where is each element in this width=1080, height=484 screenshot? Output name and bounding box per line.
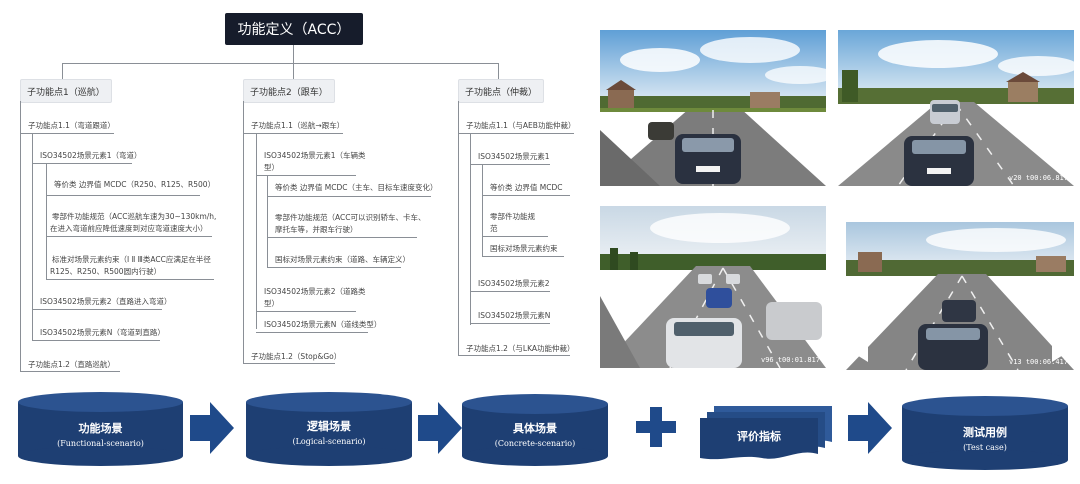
connector <box>46 163 47 279</box>
underline <box>482 256 564 257</box>
node-1-scene-n: ISO34502场景元素N（弯道到直路） <box>40 328 165 337</box>
node-2-scene-n: ISO34502场景元素N（道线类型） <box>264 320 382 329</box>
cylinder-logical: 逻辑场景 (Logical-scenario) <box>246 392 412 466</box>
connector <box>20 101 21 371</box>
connector <box>498 63 499 79</box>
underline <box>20 371 120 372</box>
underline <box>32 163 132 164</box>
underline <box>46 279 214 280</box>
node-1-spec-a: 零部件功能规范（ACC巡航车速为30~130km/h, <box>52 212 217 221</box>
underline <box>470 291 550 292</box>
stage-label: 评价指标 <box>737 430 781 443</box>
timestamp: v13 t00:06.417 <box>1008 358 1068 366</box>
underline <box>267 196 431 197</box>
stage-label: 具体场景 <box>513 422 557 435</box>
node-3-spec-b: 范 <box>490 224 498 233</box>
underline <box>458 133 574 134</box>
stage-sublabel: (Logical-scenario) <box>292 437 366 446</box>
plus-icon <box>636 407 676 447</box>
node-1-std-b: R125、R250、R500圆内行驶） <box>50 267 162 276</box>
underline <box>482 236 548 237</box>
root-node: 功能定义（ACC） <box>225 13 363 45</box>
node-2-scene-1-b: 型） <box>264 163 279 172</box>
node-1-2: 子功能点1.2（直路巡航） <box>28 360 115 369</box>
node-3-spec-a: 零部件功能规 <box>490 212 535 221</box>
sim-photo-4: v13 t00:06.417 <box>846 222 1074 370</box>
sim-photo-2: v20 t00:06.817 <box>838 30 1074 186</box>
cylinder-concrete: 具体场景 (Concrete-scenario) <box>462 394 608 466</box>
connector <box>256 133 257 329</box>
node-3-scene-1: ISO34502场景元素1 <box>478 152 550 161</box>
underline <box>256 175 356 176</box>
underline <box>267 237 417 238</box>
timestamp: v20 t00:06.817 <box>1008 174 1068 182</box>
underline <box>267 267 401 268</box>
stage-sublabel: (Test case) <box>963 443 1007 452</box>
node-1-std-a: 标准对场景元素约束（Ⅰ Ⅱ Ⅲ类ACC应满足在半径 <box>52 255 211 264</box>
cylinder-functional: 功能场景 (Functional-scenario) <box>18 392 183 466</box>
arrow-right-icon <box>848 402 892 454</box>
underline <box>32 340 160 341</box>
underline <box>470 164 550 165</box>
connector <box>482 164 483 256</box>
document-stack-icon: 评价指标 <box>700 406 832 462</box>
connector <box>458 101 459 355</box>
node-3-equiv: 等价类 边界值 MCDC <box>490 183 563 192</box>
node-2-scene-1-a: ISO34502场景元素1（车辆类 <box>264 151 366 160</box>
sub-function-2: 子功能点2（跟车） <box>243 79 335 103</box>
stage-sublabel: (Concrete-scenario) <box>494 439 576 448</box>
stage-label: 逻辑场景 <box>307 420 351 433</box>
node-2-2: 子功能点1.2（Stop&Go） <box>251 352 342 361</box>
connector <box>62 63 498 64</box>
connector <box>293 45 294 63</box>
node-2-spec-a: 零部件功能规范（ACC可以识别轿车、卡车、 <box>275 213 426 222</box>
connector <box>267 175 268 267</box>
node-3-1: 子功能点1.1（与AEB功能仲裁） <box>466 121 576 130</box>
node-1-spec-b: 在进入弯道前应降低速度到对应弯道速度大小） <box>50 224 208 233</box>
node-2-scene-2-b: 型） <box>264 299 279 308</box>
stage-label: 测试用例 <box>963 426 1007 439</box>
connector <box>32 133 33 341</box>
underline <box>256 332 368 333</box>
underline <box>470 323 550 324</box>
node-2-std: 国标对场景元素约束（道路、车辆定义） <box>275 255 410 264</box>
underline <box>243 133 343 134</box>
node-1-scene-1: ISO34502场景元素1（弯道） <box>40 151 142 160</box>
node-1-scene-2: ISO34502场景元素2（直路进入弯道） <box>40 297 172 306</box>
node-3-scene-n: ISO34502场景元素N <box>478 311 551 320</box>
sim-photo-3: v96 t00:01.817 <box>600 206 826 368</box>
cylinder-test-case: 测试用例 (Test case) <box>902 396 1068 470</box>
arrow-right-icon <box>418 402 462 454</box>
underline <box>482 195 570 196</box>
sim-photo-1 <box>600 30 826 186</box>
connector <box>293 63 294 79</box>
connector <box>243 101 244 363</box>
node-2-spec-b: 摩托车等，并跟车行驶） <box>275 225 358 234</box>
underline <box>20 133 114 134</box>
underline <box>32 309 162 310</box>
underline <box>256 311 356 312</box>
underline <box>243 363 335 364</box>
node-1-1: 子功能点1.1（弯道跟道） <box>28 121 115 130</box>
connector <box>62 63 63 79</box>
node-3-scene-2: ISO34502场景元素2 <box>478 279 550 288</box>
stage-label: 功能场景 <box>78 422 123 435</box>
node-3-std: 国标对场景元素约束 <box>490 244 558 253</box>
node-2-equiv: 等价类 边界值 MCDC（主车、目标车速度变化） <box>275 183 438 192</box>
arrow-right-icon <box>190 402 234 454</box>
timestamp: v96 t00:01.817 <box>760 356 820 364</box>
sub-function-3: 子功能点（仲裁） <box>458 79 545 103</box>
stage-sublabel: (Functional-scenario) <box>57 439 144 448</box>
node-1-equiv: 等价类 边界值 MCDC（R250、R125、R500） <box>54 180 216 189</box>
node-3-2: 子功能点1.2（与LKA功能仲裁） <box>466 344 575 353</box>
underline <box>458 355 570 356</box>
underline <box>46 236 212 237</box>
node-2-scene-2-a: ISO34502场景元素2（道路类 <box>264 287 366 296</box>
underline <box>46 195 200 196</box>
connector <box>470 133 471 325</box>
node-2-1: 子功能点1.1（巡航→跟车） <box>251 121 345 130</box>
sub-function-1: 子功能点1（巡航） <box>20 79 112 103</box>
